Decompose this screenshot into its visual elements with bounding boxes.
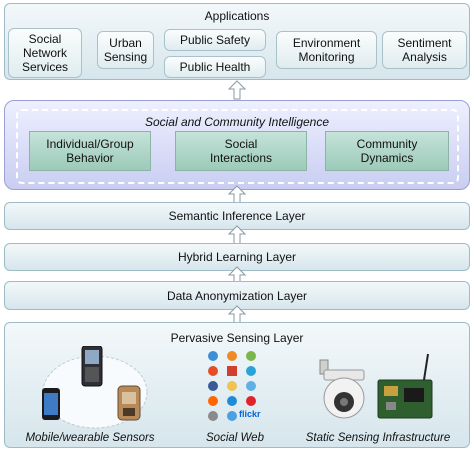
pervasive-sensing-title: Pervasive Sensing Layer xyxy=(170,331,304,345)
mobile-sensors-illustration xyxy=(40,345,150,430)
app-urban-sensing: Urban Sensing xyxy=(97,31,154,69)
data-anonymization-label: Data Anonymization Layer xyxy=(166,289,308,303)
app-public-health: Public Health xyxy=(164,56,266,78)
up-arrow-icon xyxy=(228,225,246,245)
app-environment-monitoring: Environment Monitoring xyxy=(276,31,377,69)
caption-static-sensing-infrastructure: Static Sensing Infrastructure xyxy=(305,432,451,444)
caption-mobile-wearable-sensors: Mobile/wearable Sensors xyxy=(25,432,155,444)
flickr-logo: flickr xyxy=(239,409,261,419)
app-sentiment-analysis: Sentiment Analysis xyxy=(382,31,467,69)
caption-social-web: Social Web xyxy=(206,432,264,444)
semantic-inference-layer: Semantic Inference Layer xyxy=(4,202,470,230)
intel-individual-group-behavior: Individual/Group Behavior xyxy=(29,131,151,171)
data-anonymization-layer: Data Anonymization Layer xyxy=(4,281,470,310)
intel-social-interactions: Social Interactions xyxy=(175,131,307,171)
intelligence-title: Social and Community Intelligence xyxy=(144,115,330,129)
applications-title: Applications xyxy=(204,9,270,23)
app-public-safety: Public Safety xyxy=(164,29,266,51)
static-sensing-illustration xyxy=(318,352,436,426)
app-social-network-services: Social Network Services xyxy=(8,28,82,78)
intelligence-dashed-frame xyxy=(16,109,459,184)
intel-community-dynamics: Community Dynamics xyxy=(325,131,449,171)
semantic-inference-label: Semantic Inference Layer xyxy=(168,209,306,223)
hybrid-learning-label: Hybrid Learning Layer xyxy=(177,250,297,264)
up-arrow-icon xyxy=(228,80,246,100)
social-web-logo-grid: flickr xyxy=(205,350,261,428)
